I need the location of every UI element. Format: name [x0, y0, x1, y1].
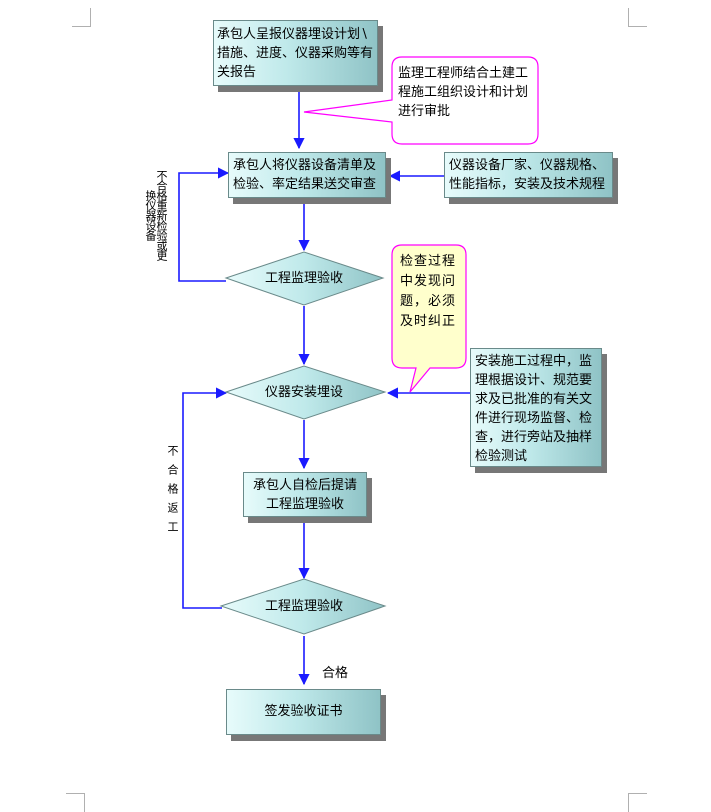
callout-correct-shape [391, 244, 467, 393]
step1-box: 承包人呈报仪器埋设计划∖措施、进度、仪器采购等有关报告 [213, 20, 378, 86]
final-box: 签发验收证书 [226, 689, 381, 735]
decision2-label: 工程监理验收 [264, 599, 343, 614]
loop1-connector [178, 167, 230, 282]
note-correct-text: 检查过程中发现问题，必须及时纠正 [400, 254, 457, 329]
decision1-label: 工程监理验收 [264, 271, 343, 286]
note-review-text: 监理工程师结合土建工程施工组织设计和计划进行审批 [398, 66, 529, 119]
callout-review-shape [303, 56, 539, 145]
page-corner-top-left [72, 8, 91, 27]
page-corner-bottom-left [66, 793, 85, 812]
input-supervise-text: 安装施工过程中，监理根据设计、规范要求及已批准的有关文件进行现场监督、检查，进行… [475, 354, 593, 464]
loop1-label: 不合格重新检验或更换仪器设备 [144, 170, 168, 260]
decision3-shape [224, 365, 387, 420]
input-specs-text: 仪器设备厂家、仪器规格、性能指标，安装及技术规程 [449, 158, 606, 192]
input-supervise-box: 安装施工过程中，监理根据设计、规范要求及已批准的有关文件进行现场监督、检查，进行… [470, 348, 602, 467]
final-text: 签发验收证书 [264, 704, 343, 719]
loop2-connector [182, 387, 228, 609]
step1-text: 承包人呈报仪器埋设计划∖措施、进度、仪器采购等有关报告 [217, 27, 374, 80]
decision2-shape [219, 578, 387, 635]
step4-box: 承包人自检后提请工程监理验收 [243, 472, 367, 517]
page-corner-top-right [628, 8, 647, 27]
step4-text: 承包人自检后提请工程监理验收 [252, 478, 357, 512]
step3-label: 仪器安装埋设 [264, 385, 343, 400]
decision1-shape [224, 251, 385, 306]
pass-label: 合格 [322, 666, 349, 681]
input-specs-box: 仪器设备厂家、仪器规格、性能指标，安装及技术规程 [444, 152, 613, 198]
page-corner-bottom-right [628, 793, 647, 812]
step2-box: 承包人将仪器设备清单及检验、率定结果送交审查 [228, 152, 386, 198]
loop2-label: 不合格返工 [166, 445, 179, 540]
step2-text: 承包人将仪器设备清单及检验、率定结果送交审查 [233, 158, 377, 192]
